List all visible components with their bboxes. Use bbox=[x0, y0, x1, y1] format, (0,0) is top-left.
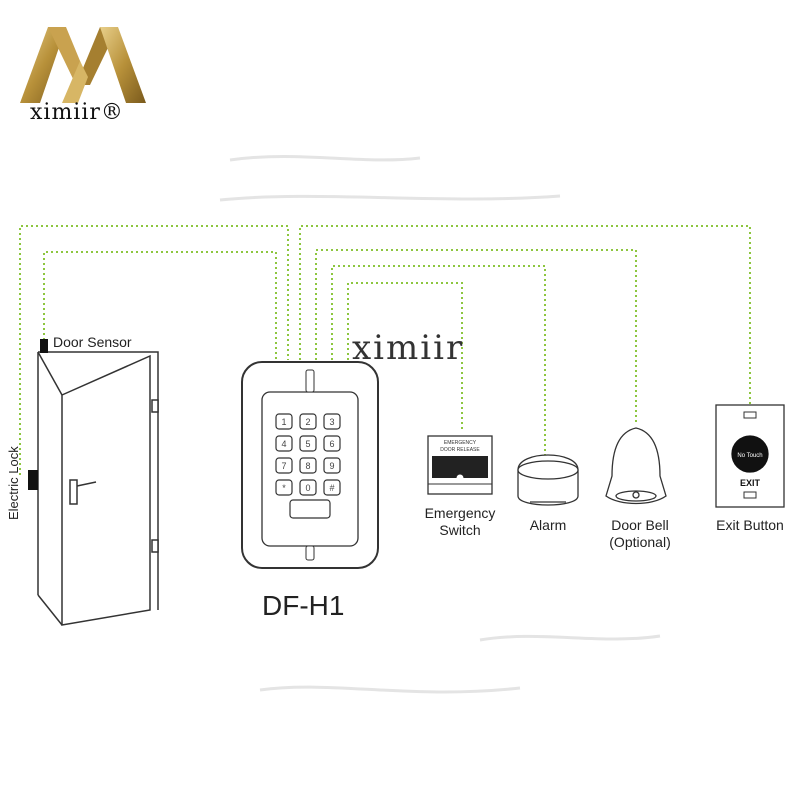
keypad-key-label: * bbox=[282, 483, 286, 493]
emergency-switch-label: Emergency Switch bbox=[414, 505, 506, 539]
door-bell-device bbox=[605, 427, 667, 505]
wire-emergency-switch bbox=[347, 282, 463, 432]
emergency-switch-label-line2: Switch bbox=[439, 522, 481, 538]
keypad-key-label: 4 bbox=[281, 439, 286, 449]
wire-alarm bbox=[331, 265, 546, 455]
keypad-key bbox=[299, 435, 317, 452]
keypad-key bbox=[275, 457, 293, 474]
keypad-key-label: 1 bbox=[281, 417, 286, 427]
alarm-label: Alarm bbox=[529, 517, 567, 533]
emergency-switch-label-line1: Emergency bbox=[424, 505, 496, 521]
keypad-key bbox=[299, 413, 317, 430]
emergency-panel-text-1: EMERGENCY bbox=[444, 440, 477, 446]
watermark-text: ximiir bbox=[352, 328, 465, 368]
keypad-key bbox=[323, 457, 341, 474]
keypad-key bbox=[275, 413, 293, 430]
keypad-key-label: 3 bbox=[329, 417, 334, 427]
electric-lock-label: Electric Lock bbox=[6, 446, 21, 520]
keypad-key-label: 2 bbox=[305, 417, 310, 427]
keypad-key-label: # bbox=[329, 483, 334, 493]
door-bell-label-line1: Door Bell bbox=[611, 517, 669, 533]
electric-lock-device bbox=[28, 470, 38, 490]
keypad-key bbox=[323, 479, 341, 496]
ximiir-logo-icon bbox=[20, 27, 146, 103]
keypad-key bbox=[299, 457, 317, 474]
door-sensor-label: Door Sensor bbox=[53, 334, 132, 350]
device-model-label: DF-H1 bbox=[262, 590, 345, 621]
keypad-key-label: 0 bbox=[305, 483, 310, 493]
keypad-key-label: 9 bbox=[329, 461, 334, 471]
keypad-key bbox=[275, 435, 293, 452]
door-bell-label: Door Bell (Optional) bbox=[590, 517, 690, 551]
keypad-key bbox=[323, 435, 341, 452]
emergency-switch-device bbox=[427, 435, 493, 495]
door-sensor-device bbox=[40, 339, 48, 353]
wire-exit-button bbox=[299, 225, 751, 405]
door-illustration bbox=[37, 351, 159, 626]
emergency-panel-text-2: DOOR RELEASE bbox=[440, 447, 480, 453]
keypad-key bbox=[323, 413, 341, 430]
exit-button-device bbox=[715, 404, 785, 508]
keypad-key-label: 6 bbox=[329, 439, 334, 449]
keypad-key bbox=[299, 479, 317, 496]
exit-button-touch-text: No Touch bbox=[737, 453, 762, 459]
exit-button-face-text: EXIT bbox=[740, 478, 761, 488]
exit-button-label: Exit Button bbox=[716, 517, 784, 533]
keypad-key-label: 5 bbox=[305, 439, 310, 449]
alarm-device bbox=[517, 454, 579, 506]
door-bell-label-line2: (Optional) bbox=[609, 534, 671, 550]
keypad: 1 2 3 4 5 6 7 8 9 * 0 # bbox=[275, 413, 341, 496]
wire-door-bell bbox=[315, 249, 637, 425]
keypad-key-label: 7 bbox=[281, 461, 286, 471]
keypad-key bbox=[275, 479, 293, 496]
keypad-key-label: 8 bbox=[305, 461, 310, 471]
brand-name: ximiir® bbox=[30, 100, 124, 125]
